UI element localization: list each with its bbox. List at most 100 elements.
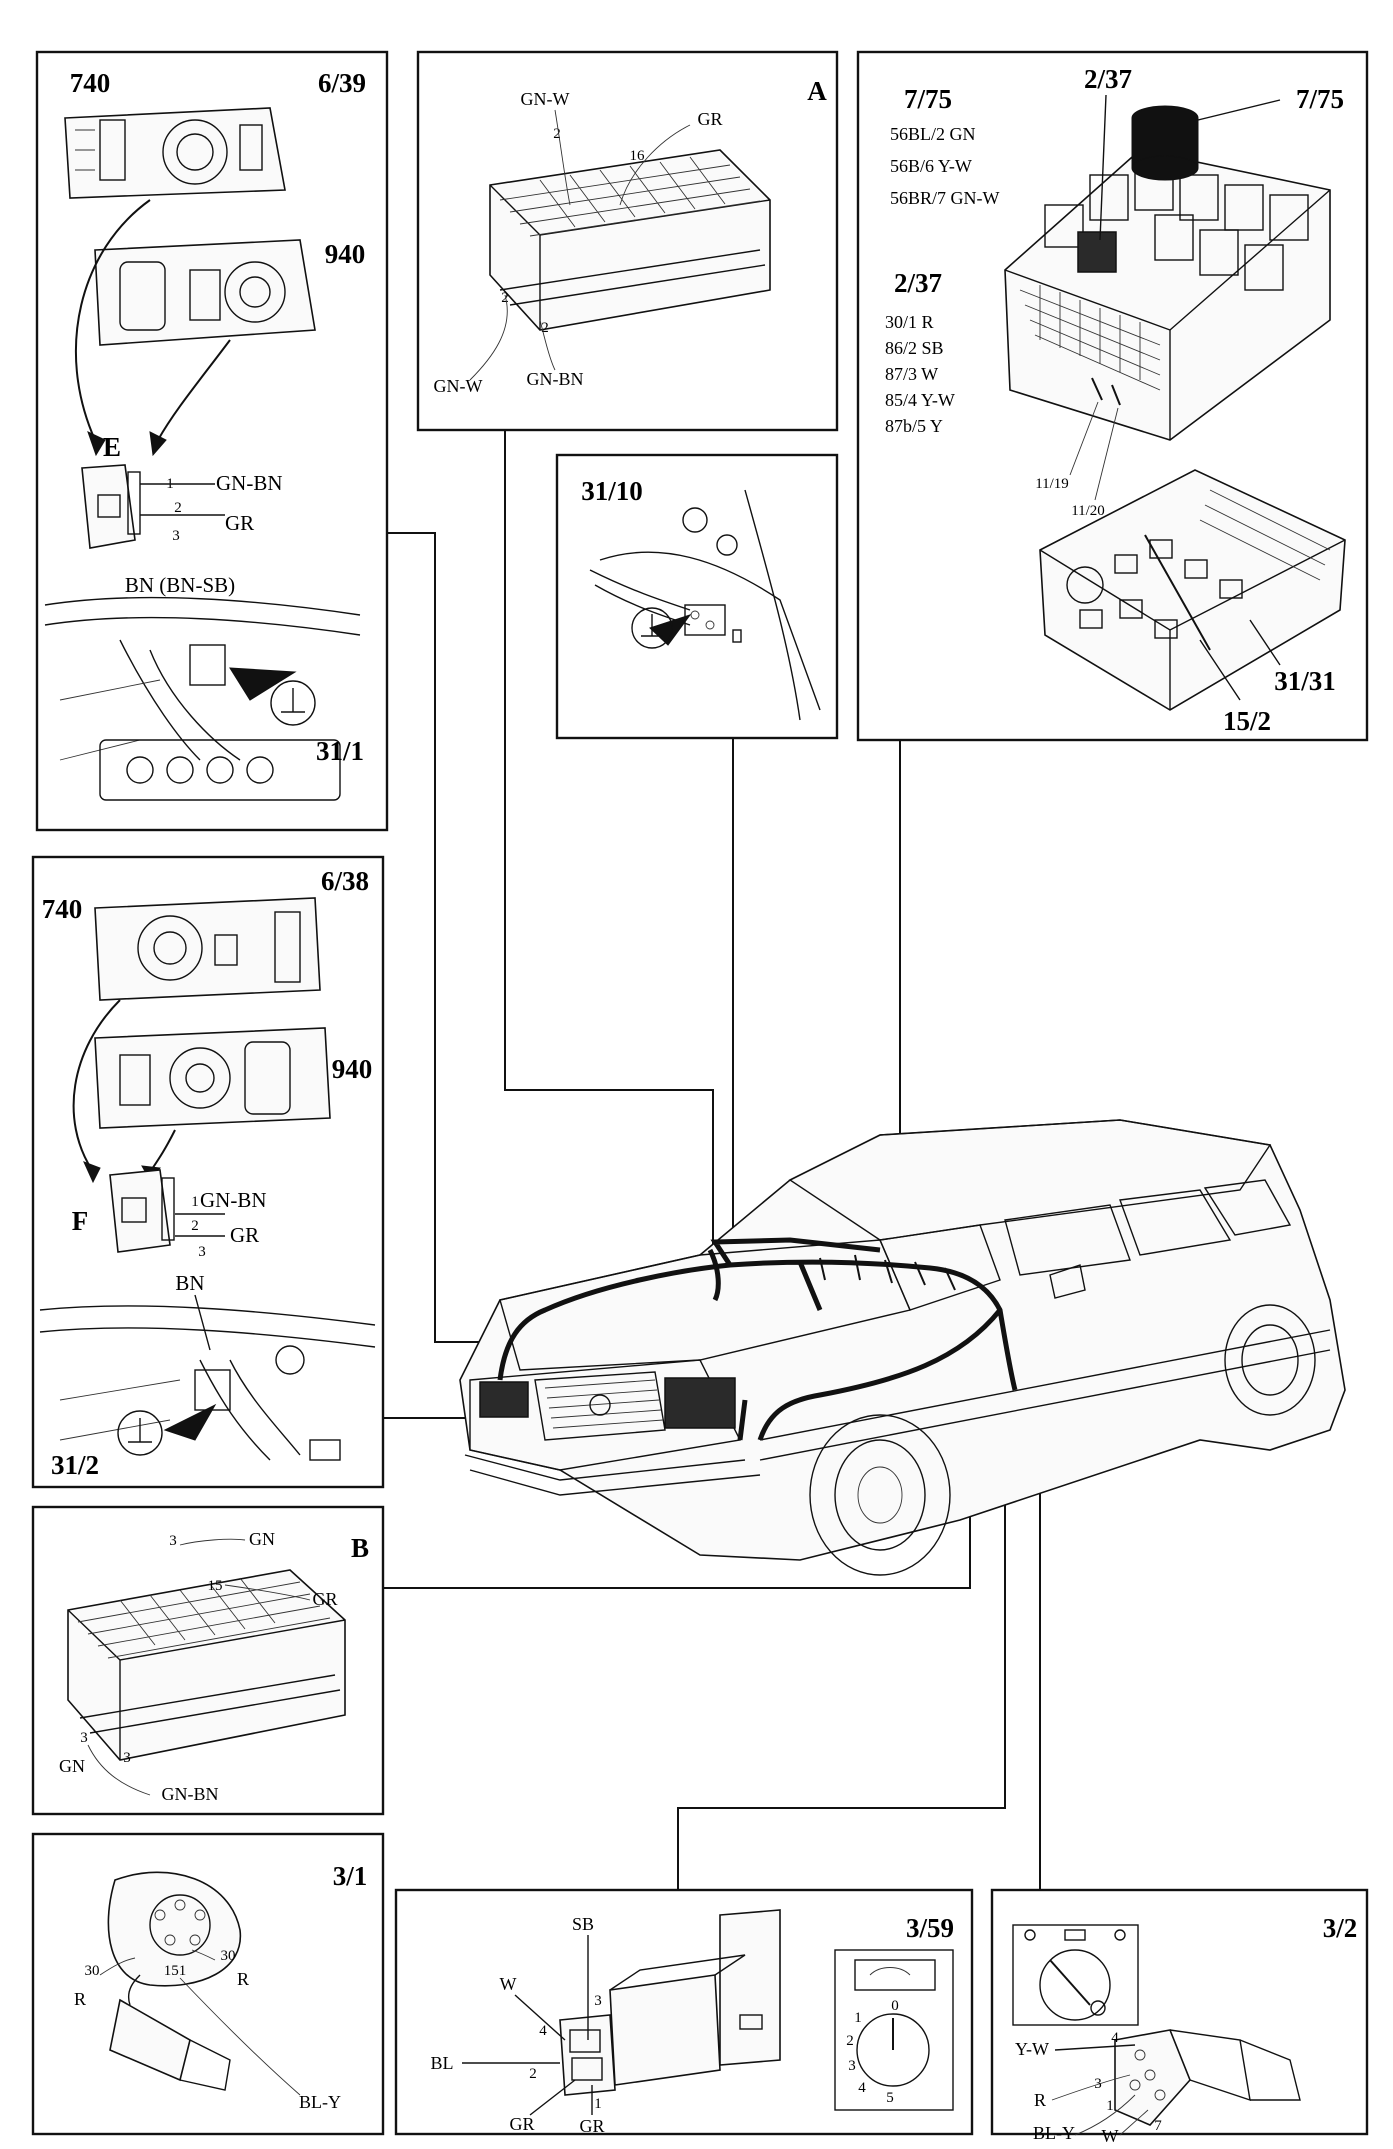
svg-text:R: R <box>74 1989 86 2009</box>
engine-bay-illustration <box>39 1305 376 1461</box>
svg-text:2: 2 <box>846 2033 854 2049</box>
svg-text:2: 2 <box>529 2066 537 2082</box>
svg-text:GR: GR <box>312 1589 337 1609</box>
svg-text:1: 1 <box>1106 2098 1114 2114</box>
ground-label: 31/2 <box>51 1450 99 1480</box>
connector-block-a-illustration <box>489 149 771 331</box>
engine-bay-illustration <box>44 596 361 801</box>
svg-text:GN-BN: GN-BN <box>162 1784 219 1804</box>
panel-7-75: 7/75 2/37 7/75 56BL/2 GN 56B/6 Y-W 56BR/… <box>856 50 1369 742</box>
car-illustration <box>459 1119 1346 1576</box>
svg-text:151: 151 <box>164 1963 187 1979</box>
wire-label-gr: GR <box>230 1223 259 1247</box>
svg-text:4: 4 <box>858 2080 866 2096</box>
panel-31-10: 31/10 <box>555 453 839 740</box>
svg-text:GN-W: GN-W <box>434 376 483 396</box>
headlight-740-illustration <box>64 107 286 199</box>
svg-text:GR: GR <box>579 2116 604 2136</box>
svg-text:GR: GR <box>509 2114 534 2134</box>
svg-text:3: 3 <box>198 1244 206 1260</box>
svg-text:30: 30 <box>221 1948 236 1964</box>
panel-id: 6/39 <box>318 68 366 98</box>
svg-text:2: 2 <box>553 126 561 142</box>
panel-6-39: 6/39 740 940 E 1 <box>35 50 389 832</box>
headlight-940-illustration <box>94 239 316 346</box>
svg-text:3: 3 <box>1094 2076 1102 2092</box>
svg-text:16: 16 <box>630 148 646 164</box>
svg-text:4: 4 <box>539 2023 547 2039</box>
panel-id: 3/59 <box>906 1913 954 1943</box>
panel-id: B <box>351 1533 369 1563</box>
headlight-740-illustration <box>94 897 321 1001</box>
svg-text:SB: SB <box>572 1914 594 1934</box>
model-label-740: 740 <box>70 68 111 98</box>
svg-text:GN-W: GN-W <box>521 89 570 109</box>
svg-text:1: 1 <box>594 2096 602 2112</box>
ground-symbol-icon <box>631 607 673 649</box>
switch-3-59-illustration <box>559 1909 781 2096</box>
relay-2-37-highlight <box>1077 231 1117 273</box>
svg-text:7: 7 <box>1154 2118 1162 2134</box>
relay-box-illustration <box>1004 149 1331 441</box>
fuse-label-15-2: 15/2 <box>1223 706 1271 736</box>
rear-wheel-illustration <box>1224 1304 1316 1416</box>
svg-text:56B/6 Y-W: 56B/6 Y-W <box>890 156 972 176</box>
ground-label: 31/1 <box>316 736 364 766</box>
svg-text:2: 2 <box>191 1218 199 1234</box>
model-label-940: 940 <box>325 239 366 269</box>
panel-id: 3/2 <box>1323 1913 1358 1943</box>
ground-symbol-icon <box>270 680 316 726</box>
svg-text:R: R <box>237 1969 249 1989</box>
svg-text:Y-W: Y-W <box>1015 2039 1049 2059</box>
panel-id: 3/1 <box>333 1861 368 1891</box>
panel-b: B 3 GN 15 GR 3 3 GN GN-BN <box>31 1505 385 1816</box>
connector-f-illustration <box>109 1169 175 1253</box>
svg-text:3: 3 <box>169 1533 177 1549</box>
svg-text:3: 3 <box>848 2058 856 2074</box>
left-headlight-highlight <box>479 1381 529 1418</box>
light-switch-3-2-illustration <box>1114 2029 1301 2126</box>
svg-text:56BL/2 GN: 56BL/2 GN <box>890 124 976 144</box>
ground-pointer-icon <box>229 667 297 701</box>
svg-text:BL-Y: BL-Y <box>299 2092 341 2112</box>
right-headlight-highlight <box>664 1377 736 1429</box>
svg-text:56BR/7 GN-W: 56BR/7 GN-W <box>890 188 1000 208</box>
wire-label-gr: GR <box>225 511 254 535</box>
svg-text:GR: GR <box>697 109 722 129</box>
panel-6-38: 6/38 740 940 F 1 2 3 <box>31 855 385 1489</box>
connector-block-b-illustration <box>67 1569 346 1761</box>
panel-id: A <box>807 76 827 106</box>
svg-text:86/2 SB: 86/2 SB <box>885 338 944 358</box>
svg-text:30: 30 <box>85 1963 100 1979</box>
panel-a: A GN-W GR 2 16 2 2 GN-W GN-BN <box>416 50 839 432</box>
connector-label: F <box>72 1206 89 1236</box>
svg-text:3: 3 <box>80 1730 88 1746</box>
svg-text:R: R <box>1034 2090 1046 2110</box>
svg-text:BL: BL <box>430 2053 453 2073</box>
ground-pointer-icon <box>163 1403 217 1441</box>
connector-e-illustration <box>81 464 141 549</box>
relay-2-37-label: 2/37 <box>894 268 942 298</box>
arrow-curve-740 <box>75 199 151 441</box>
svg-text:GN-BN: GN-BN <box>527 369 584 389</box>
wiring-harness <box>497 1237 1018 1441</box>
headlight-940-illustration <box>94 1027 331 1129</box>
panel-id: 6/38 <box>321 866 369 896</box>
svg-text:1: 1 <box>854 2010 862 2026</box>
svg-text:W: W <box>1102 2126 1119 2146</box>
switch-3-1-illustration <box>107 1871 242 2091</box>
svg-text:1: 1 <box>191 1194 199 1210</box>
central-electronic-box-illustration <box>1039 469 1346 711</box>
panel-3-59: 3/59 0 1 2 3 4 5 SB W BL GR <box>394 1888 974 2136</box>
svg-text:15: 15 <box>208 1578 223 1594</box>
model-label-740: 740 <box>42 894 83 924</box>
relay-id-top: 2/37 <box>1084 64 1132 94</box>
relay-id-top-right: 7/75 <box>1296 84 1344 114</box>
light-switch-panel-illustration <box>1012 1924 1139 2026</box>
model-label-940: 940 <box>332 1054 373 1084</box>
fuse-label-11-19: 11/19 <box>1035 476 1069 492</box>
svg-text:2: 2 <box>174 500 182 516</box>
svg-text:85/4 Y-W: 85/4 Y-W <box>885 390 955 410</box>
svg-text:W: W <box>500 1974 517 1994</box>
